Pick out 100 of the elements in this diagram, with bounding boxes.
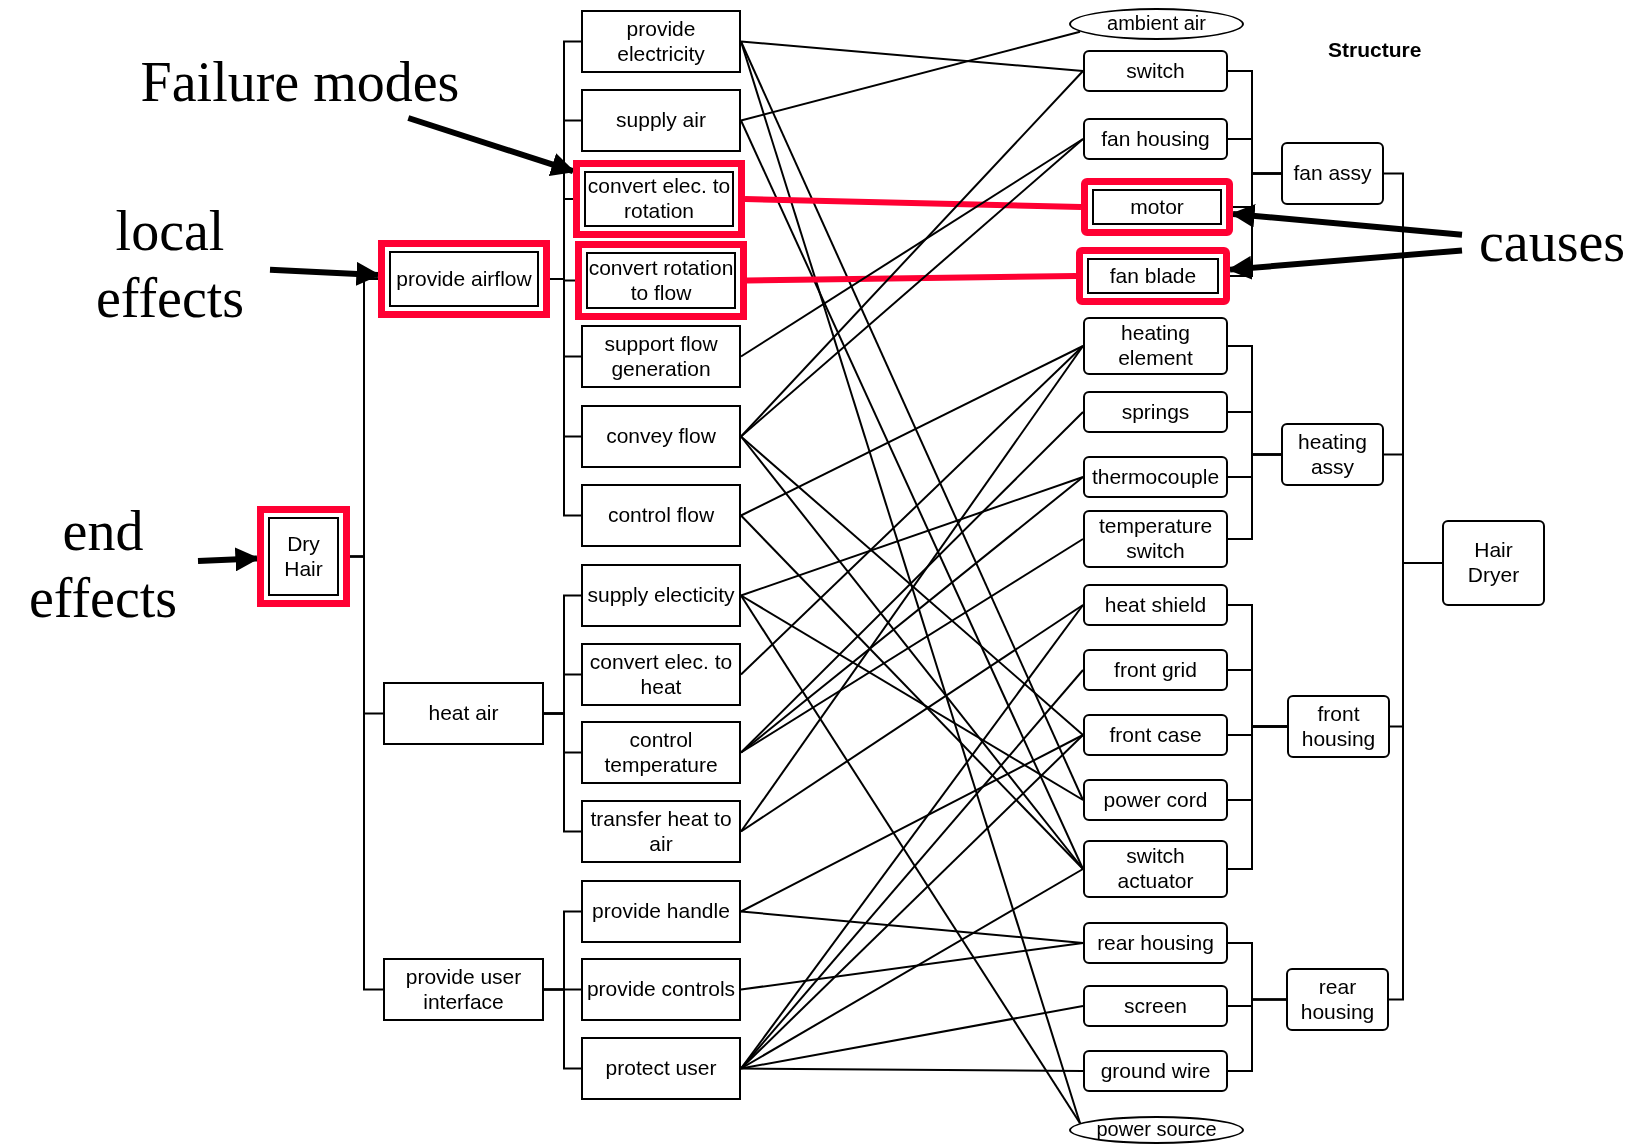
connector-line (740, 345, 1084, 517)
component-box (1083, 317, 1228, 375)
connector-line (740, 138, 1084, 438)
function-box (581, 325, 741, 388)
annotation-text: local effects (94, 198, 246, 331)
component-box (1076, 247, 1230, 305)
node-label: convert elec. to heat (588, 649, 734, 700)
component-box (1287, 695, 1390, 758)
node-label: convert rotation to flow (587, 255, 735, 306)
node-label: control flow (606, 503, 716, 528)
node-label: front housing (1300, 701, 1377, 752)
node-label: rear housing (1299, 974, 1376, 1025)
node-label: switch (1125, 58, 1186, 84)
function-box (257, 506, 350, 607)
component-box (1083, 985, 1228, 1027)
node-label: control temperature (603, 727, 719, 778)
function-box (581, 10, 741, 73)
node-label: convert elec. to rotation (586, 174, 732, 224)
component-box (1286, 968, 1389, 1031)
node-label: provide handle (591, 899, 731, 924)
component-box (1083, 1050, 1228, 1092)
node-label: protect user (604, 1056, 718, 1081)
node-label: power cord (1102, 787, 1209, 813)
node-label: fan housing (1100, 126, 1211, 152)
node-label: front grid (1113, 657, 1198, 683)
annotation-text: end effects (27, 498, 179, 631)
node-label: motor (1129, 194, 1185, 220)
connector-line (740, 40, 1084, 72)
function-box (581, 564, 741, 627)
component-box (1083, 456, 1228, 498)
node-label: heat air (427, 701, 500, 726)
connector-line (740, 1005, 1084, 1070)
annotation-text: Failure modes (139, 50, 461, 116)
node-label: thermocouple (1090, 464, 1221, 490)
component-box (1083, 118, 1228, 160)
node-label: transfer heat to air (589, 806, 733, 857)
connector-line (746, 273, 1077, 284)
connector-line (740, 604, 1084, 833)
node-label: screen (1123, 993, 1188, 1019)
function-box (378, 240, 550, 318)
component-box (1083, 779, 1228, 821)
component-box (1083, 714, 1228, 756)
component-box (1081, 178, 1233, 236)
component-box (1083, 510, 1228, 568)
function-box (581, 405, 741, 468)
component-box (1083, 922, 1228, 964)
function-box (581, 484, 741, 547)
component-box (1083, 391, 1228, 433)
function-box (581, 1037, 741, 1100)
component-box (1083, 584, 1228, 626)
component-box (1083, 840, 1228, 898)
function-box (581, 89, 741, 152)
connector-line (349, 555, 384, 991)
node-label: heating element (1117, 321, 1194, 371)
connector-line (740, 1067, 1084, 1072)
node-label: provide controls (585, 977, 737, 1002)
node-label: ambient air (1106, 12, 1207, 36)
function-box (581, 643, 741, 706)
node-label: heat shield (1103, 592, 1208, 618)
connector-line (740, 70, 1084, 438)
component-box (1083, 649, 1228, 691)
function-box (383, 958, 544, 1021)
connector-line (543, 988, 582, 1070)
function-box (383, 682, 544, 745)
node-label: fan blade (1108, 263, 1198, 289)
node-label: power source (1095, 1118, 1218, 1142)
function-box (581, 721, 741, 784)
node-label: springs (1120, 399, 1191, 425)
annotation-text: causes (1477, 210, 1627, 276)
connector-line (1227, 725, 1288, 870)
component-box (1281, 142, 1384, 205)
connector-line (740, 594, 1084, 801)
node-label: ground wire (1099, 1058, 1212, 1084)
component-box (1281, 423, 1384, 486)
node-label: temperature switch (1097, 514, 1214, 564)
connector-line (740, 40, 1084, 801)
node-label: provide airflow (395, 266, 533, 292)
connector-line (744, 196, 1082, 210)
connector-line (740, 514, 1084, 870)
node-label: switch actuator (1116, 844, 1195, 894)
connector-line (740, 476, 1084, 597)
node-label: convey flow (605, 424, 717, 449)
component-box (1442, 520, 1545, 606)
function-box (573, 160, 745, 238)
connector-line (740, 345, 1084, 676)
node-label: supply electicity (586, 583, 736, 608)
connector-line (740, 942, 1084, 991)
connector-line (740, 538, 1084, 754)
node-label: rear housing (1096, 930, 1215, 956)
node-label: support flow generation (603, 331, 719, 382)
node-label: provide user interface (404, 964, 523, 1015)
node-label: fan assy (1292, 161, 1373, 186)
connector-line (1227, 998, 1287, 1072)
section-heading: Structure (1328, 38, 1422, 62)
function-box (581, 958, 741, 1021)
node-label: supply air (615, 108, 707, 133)
function-box (581, 800, 741, 863)
connector-line (543, 712, 582, 833)
connector-line (1229, 172, 1282, 277)
node-label: Dry Hair (283, 531, 324, 582)
